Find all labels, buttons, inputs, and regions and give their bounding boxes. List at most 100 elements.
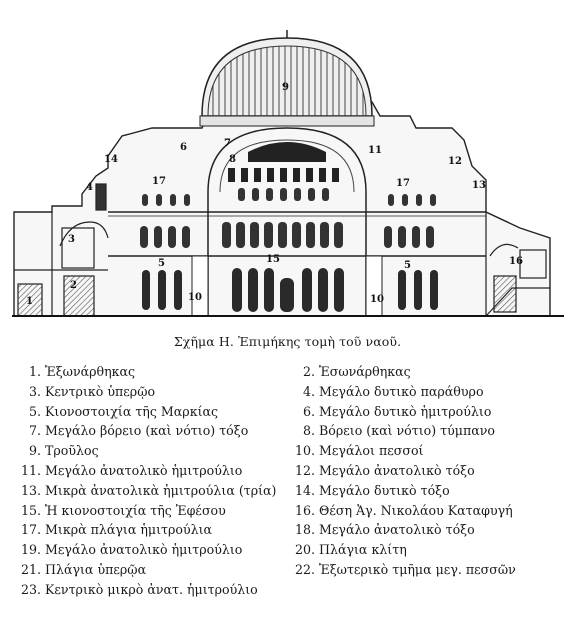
label-5-right: 5	[404, 260, 411, 271]
legend-item-number: 3.	[28, 383, 41, 399]
legend-item-number: 5.	[28, 403, 41, 419]
label-5-left: 5	[158, 258, 165, 269]
legend-item-text: Μεγάλοι πεσσοί	[319, 443, 424, 459]
legend-item-text: Μεγάλο δυτικὸ τόξο	[319, 482, 450, 498]
legend-item-number: 2.	[302, 364, 315, 379]
west-narthex	[14, 183, 109, 317]
legend-item-text: Μεγάλο ἀνατολικὸ ἡμιτρούλιο	[45, 462, 243, 478]
legend-item-text: Μικρὰ πλάγια ἡμιτρούλια	[45, 522, 213, 538]
legend-item-text: Τροῦλος	[45, 443, 99, 459]
legend-item-number: 14.	[294, 482, 315, 498]
label-16: 16	[509, 256, 523, 267]
label-9: 9	[282, 82, 289, 93]
legend-item-text: Μεγάλο βόρειο (καὶ νότιο) τόξο	[45, 423, 249, 439]
label-3: 3	[68, 234, 75, 245]
legend-item-text: Πλάγια κλίτη	[319, 542, 407, 558]
legend-item-number: 18.	[294, 522, 315, 538]
label-12: 12	[448, 156, 462, 167]
legend-item-number: 9.	[28, 443, 41, 459]
legend-item-number: 17.	[20, 522, 41, 538]
legend-item: 2. Ἐσωνάρθηκας	[290, 362, 556, 382]
label-8: 8	[229, 154, 236, 165]
legend-item: 22.Ἐξωτερικὸ τμῆμα μεγ. πεσσῶν	[290, 560, 556, 580]
legend-item: 10.Μεγάλοι πεσσοί	[290, 441, 556, 461]
legend-item-number: 12.	[294, 462, 315, 478]
ground-arcades	[142, 268, 438, 312]
legend-item-text: Μεγάλο δυτικὸ παράθυρο	[319, 383, 484, 399]
legend-item: 20.Πλάγια κλίτη	[290, 540, 556, 560]
legend-item: 1. Ἐξωνάρθηκας	[16, 362, 296, 382]
label-14: 14	[104, 154, 118, 165]
label-11: 11	[368, 145, 382, 156]
legend-item: 8.Βόρειο (καὶ νότιο) τύμπανο	[290, 421, 556, 441]
legend-item: 6.Μεγάλο δυτικὸ ἡμιτρούλιο	[290, 402, 556, 422]
legend-item: 23.Κεντρικὸ μικρὸ ἀνατ. ἡμιτρούλιο	[16, 580, 296, 600]
legend-item-text: Μικρὰ ἀνατολικὰ ἡμιτρούλια (τρία)	[45, 482, 277, 498]
legend-item-text: Βόρειο (καὶ νότιο) τύμπανο	[319, 423, 495, 439]
legend-item-text: Πλάγια ὑπερῷα	[45, 561, 147, 577]
legend-item: 3.Κεντρικὸ ὑπερῷο	[16, 382, 296, 402]
label-15: 15	[266, 254, 280, 265]
legend-item-text: Μεγάλο δυτικὸ ἡμιτρούλιο	[319, 403, 492, 419]
legend-item-number: 8.	[302, 423, 315, 439]
label-10-right: 10	[370, 294, 384, 305]
legend-item: 19.Μεγάλο ἀνατολικὸ ἡμιτρούλιο	[16, 540, 296, 560]
label-17-left: 17	[152, 176, 166, 187]
label-1: 1	[26, 296, 33, 307]
legend-item-text: Κεντρικὸ μικρὸ ἀνατ. ἡμιτρούλιο	[45, 581, 258, 597]
legend-item: 18.Μεγάλο ἀνατολικὸ τόξο	[290, 520, 556, 540]
legend-item-number: 19.	[20, 542, 41, 558]
legend-item-text: Ἐξωτερικὸ τμῆμα μεγ. πεσσῶν	[319, 561, 516, 577]
legend-item-text: Μεγάλο ἀνατολικὸ τόξο	[319, 522, 475, 538]
label-13: 13	[472, 180, 486, 191]
legend-item-number: 21.	[20, 561, 41, 577]
legend-item-number: 23.	[20, 581, 41, 597]
gallery-arcades	[140, 222, 434, 248]
legend-item-text: Μεγάλο ἀνατολικὸ ἡμιτρούλιο	[45, 542, 243, 558]
legend-item: 4.Μεγάλο δυτικὸ παράθυρο	[290, 382, 556, 402]
label-17-right: 17	[396, 178, 410, 189]
legend-item: 17.Μικρὰ πλάγια ἡμιτρούλια	[16, 520, 296, 540]
legend-item-number: 7.	[28, 423, 41, 439]
legend-item-number: 10.	[294, 443, 315, 459]
legend-item: 12.Μεγάλο ἀνατολικὸ τόξο	[290, 461, 556, 481]
legend-item-number: 16.	[294, 502, 315, 518]
legend-item-number: 4.	[302, 383, 315, 399]
cross-section-drawing: 1 2 3 4 5 5 6 7 8 9 10 10 11 12 13 14 15…	[12, 16, 564, 322]
east-apse	[485, 212, 550, 317]
legend-item: 15.Ἡ κιονοστοιχία τῆς Ἐφέσου	[16, 501, 296, 521]
legend-item-number: 13.	[20, 482, 41, 498]
legend-item-text: Μεγάλο ἀνατολικὸ τόξο	[319, 462, 475, 478]
legend-item-number: 20.	[294, 542, 315, 558]
legend-item-number: 1.	[28, 364, 41, 379]
legend-item: 7.Μεγάλο βόρειο (καὶ νότιο) τόξο	[16, 421, 296, 441]
tympanum-windows	[228, 142, 339, 182]
label-2: 2	[70, 280, 77, 291]
legend-item-number: 6.	[302, 403, 315, 419]
label-4: 4	[86, 182, 93, 193]
legend-item: 14.Μεγάλο δυτικὸ τόξο	[290, 481, 556, 501]
legend-item: 11.Μεγάλο ἀνατολικὸ ἡμιτρούλιο	[16, 461, 296, 481]
legend-item-number: 22.	[294, 561, 315, 577]
legend-item-text: Ἐσωνάρθηκας	[319, 364, 411, 379]
legend-item-text: Ἡ κιονοστοιχία τῆς Ἐφέσου	[45, 502, 226, 518]
legend-item-text: Ἐξωνάρθηκας	[45, 364, 136, 379]
legend-item-number: 11.	[20, 462, 41, 478]
great-arch	[207, 127, 367, 316]
legend-item-text: Θέση Ἁγ. Νικολάου Καταφυγή	[319, 502, 513, 518]
legend-item: 21.Πλάγια ὑπερῷα	[16, 560, 296, 580]
legend-item: 16.Θέση Ἁγ. Νικολάου Καταφυγή	[290, 501, 556, 521]
legend-item: 5.Κιονοστοιχία τῆς Μαρκίας	[16, 402, 296, 422]
label-7: 7	[224, 138, 231, 149]
label-6: 6	[180, 142, 187, 153]
legend-item-text: Κιονοστοιχία τῆς Μαρκίας	[45, 403, 219, 419]
legend-item-text: Κεντρικὸ ὑπερῷο	[45, 383, 156, 399]
legend-item: 9.Τροῦλος	[16, 441, 296, 461]
label-10-left: 10	[188, 292, 202, 303]
legend-item: 13.Μικρὰ ἀνατολικὰ ἡμιτρούλια (τρία)	[16, 481, 296, 501]
figure-caption: Σχῆμα Η. Ἐπιμήκης τομὴ τοῦ ναοῦ.	[173, 334, 402, 349]
legend-item-number: 15.	[20, 502, 41, 518]
dome	[199, 30, 375, 127]
